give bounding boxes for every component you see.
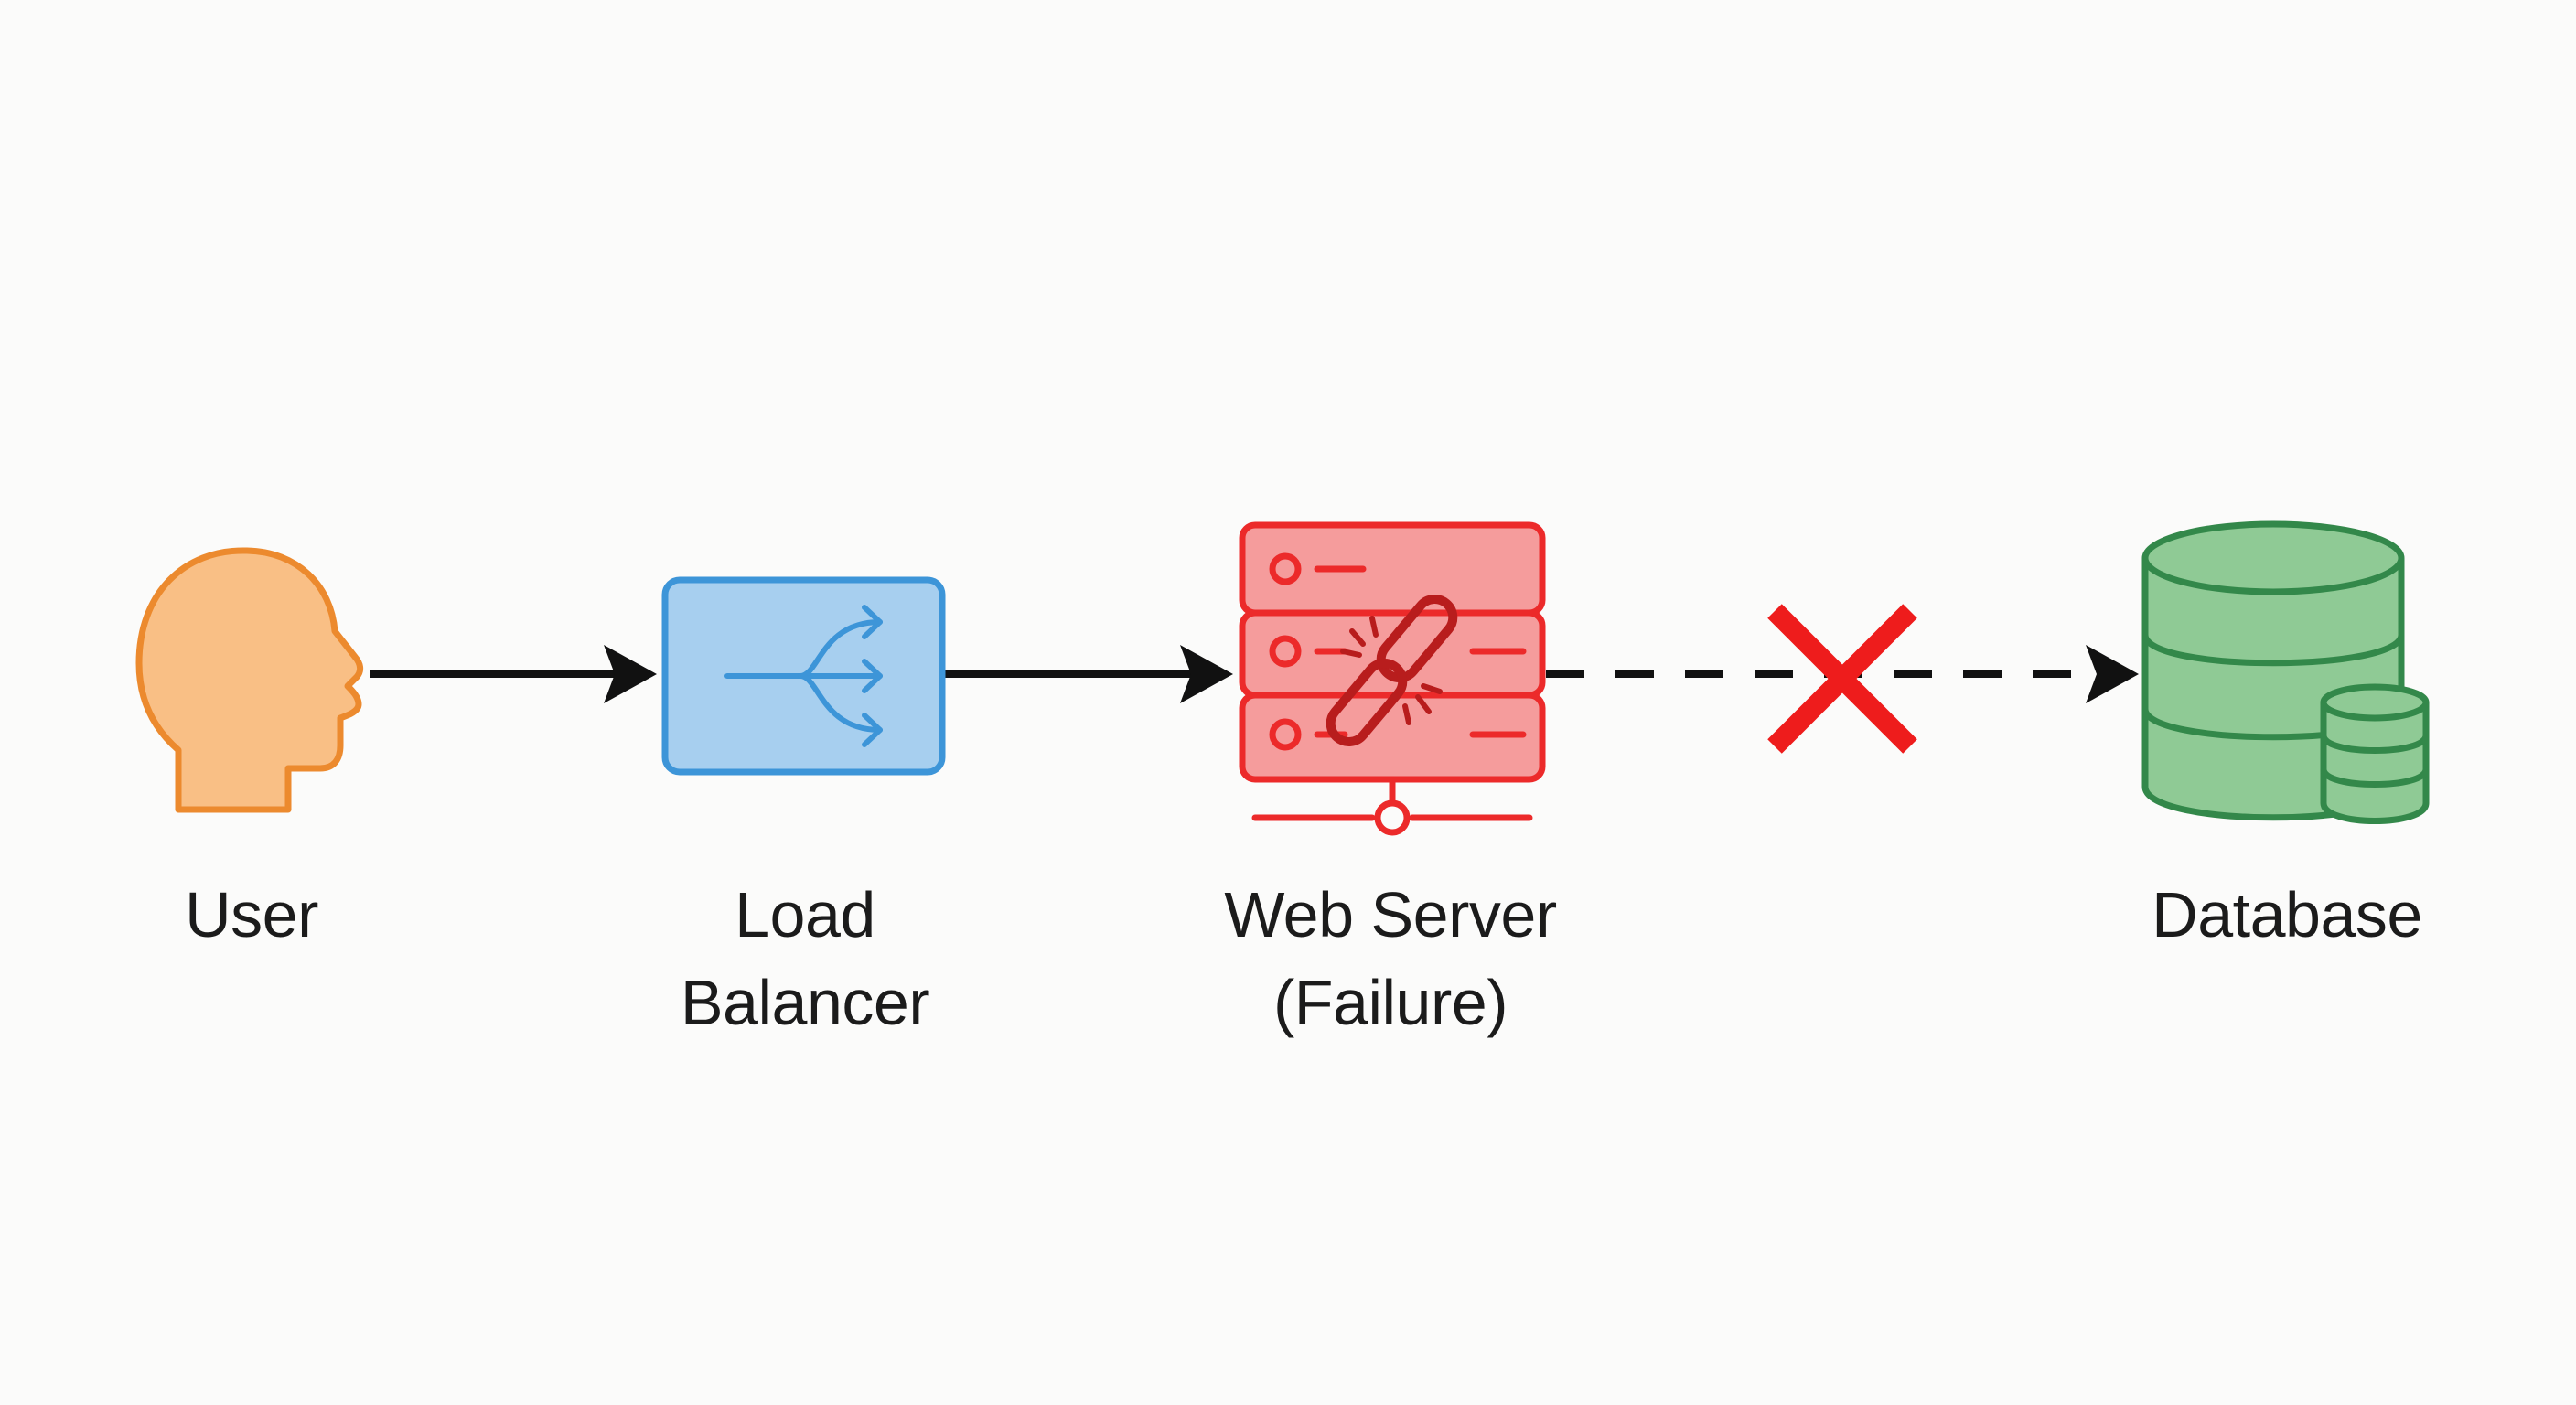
web-server-label: Web Server (Failure) xyxy=(1153,871,1628,1046)
load-balancer-label-line-2: Balancer xyxy=(680,967,930,1038)
arrow-load-balancer-to-web-server xyxy=(944,645,1233,703)
web-server-icon xyxy=(1239,521,1546,836)
load-balancer-label-line-1: Load xyxy=(735,879,875,950)
web-server-label-line-1: Web Server xyxy=(1224,879,1557,950)
broken-link-icon xyxy=(1326,595,1458,746)
red-x-icon xyxy=(1767,604,1917,754)
user-label: User xyxy=(119,871,384,959)
user-label-text: User xyxy=(185,879,318,950)
database-icon xyxy=(2141,520,2430,824)
load-balancer-label: Load Balancer xyxy=(622,871,988,1046)
arrow-web-server-to-database-broken xyxy=(1546,645,2139,703)
arrow-user-to-load-balancer xyxy=(370,645,657,703)
load-balancer-icon xyxy=(661,576,946,776)
user-head-icon xyxy=(135,547,364,813)
database-label-text: Database xyxy=(2152,879,2422,950)
web-server-label-line-2: (Failure) xyxy=(1272,967,1508,1038)
database-label: Database xyxy=(2086,871,2488,959)
